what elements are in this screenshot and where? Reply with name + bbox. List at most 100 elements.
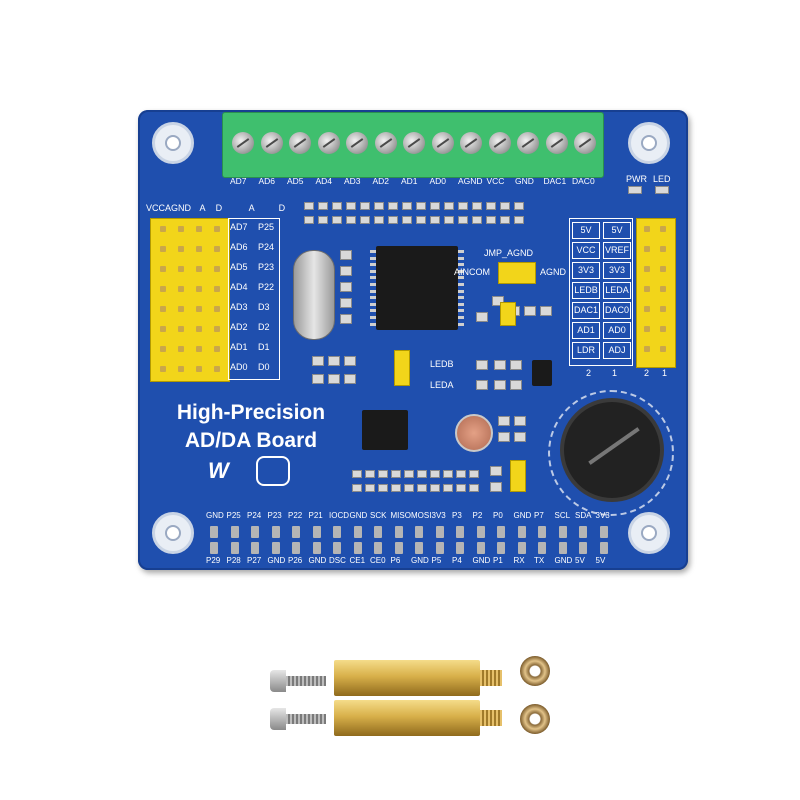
gpio-pin bbox=[374, 526, 382, 538]
smd-part bbox=[490, 482, 502, 492]
gpio-bottom-label: CE0 bbox=[370, 556, 386, 565]
right-right-label: ADJ bbox=[603, 342, 631, 359]
terminal-screw[interactable] bbox=[488, 132, 511, 154]
header-pin bbox=[660, 346, 666, 352]
smd-part bbox=[514, 416, 526, 426]
left-ad-label: AD5 bbox=[230, 262, 248, 272]
pi-logo bbox=[256, 456, 290, 486]
header-pin bbox=[214, 306, 220, 312]
header-pin bbox=[660, 246, 666, 252]
header-pin bbox=[196, 246, 202, 252]
gpio-pin bbox=[292, 526, 300, 538]
chip-pin bbox=[370, 256, 376, 260]
right-left-label: LDR bbox=[572, 342, 600, 359]
gpio-top-label: GND bbox=[206, 511, 224, 520]
terminal-screw[interactable] bbox=[403, 132, 425, 154]
terminal-screw[interactable] bbox=[517, 132, 539, 154]
chip-pin bbox=[370, 276, 376, 280]
gpio-pin bbox=[251, 526, 259, 538]
terminal-screw[interactable] bbox=[260, 132, 283, 154]
terminal-screw[interactable] bbox=[289, 132, 311, 154]
header-pin bbox=[178, 346, 184, 352]
gpio-top-label: GND bbox=[513, 511, 532, 520]
gpio-top-label: GND bbox=[349, 511, 368, 520]
header-pin bbox=[178, 246, 184, 252]
gpio-bottom-label: P5 bbox=[431, 556, 442, 565]
smd-part bbox=[514, 202, 524, 210]
terminal-screw[interactable] bbox=[460, 132, 482, 154]
terminal-screw[interactable] bbox=[317, 132, 340, 154]
header-pin bbox=[160, 306, 166, 312]
smd-part bbox=[472, 202, 482, 210]
smd-part bbox=[458, 202, 468, 210]
gpio-pin bbox=[476, 542, 485, 554]
chip-pin bbox=[458, 296, 464, 300]
smd-part bbox=[476, 380, 488, 390]
header-pin bbox=[160, 226, 166, 232]
terminal-screw[interactable] bbox=[431, 132, 454, 154]
left-pin-header bbox=[150, 218, 230, 382]
smd-part bbox=[340, 298, 352, 308]
gpio-bottom-label: RX bbox=[513, 556, 525, 565]
chip-pin bbox=[370, 263, 376, 267]
header-pin bbox=[214, 266, 220, 272]
mounting-hole-br bbox=[628, 512, 670, 554]
pwr-led bbox=[628, 186, 642, 194]
right-right-label: 3V3 bbox=[603, 262, 631, 279]
header-pin bbox=[214, 326, 220, 332]
smd-part bbox=[318, 216, 328, 224]
smd-part bbox=[443, 470, 453, 478]
left-p-label: P23 bbox=[258, 262, 275, 272]
chip-pin bbox=[458, 322, 464, 326]
terminal-screw[interactable] bbox=[574, 132, 596, 154]
header-pin bbox=[644, 326, 650, 332]
smd-part bbox=[304, 216, 314, 224]
gpio-pin bbox=[558, 542, 567, 554]
gpio-pin bbox=[517, 526, 526, 538]
gpio-top-label: P0 bbox=[493, 511, 503, 520]
smd-part bbox=[304, 202, 314, 210]
smd-part bbox=[374, 202, 384, 210]
chip-pin bbox=[370, 250, 376, 253]
terminal-label: AD3 bbox=[344, 176, 361, 186]
left-p-label: P22 bbox=[258, 282, 275, 292]
smd-part bbox=[486, 202, 496, 210]
chip-pin bbox=[370, 309, 376, 313]
gpio-bottom-label: GND bbox=[308, 556, 327, 565]
smd-part bbox=[494, 360, 506, 370]
header-pin bbox=[660, 226, 666, 232]
gpio-bottom-label: P28 bbox=[226, 556, 241, 565]
smd-part bbox=[365, 484, 375, 492]
terminal-screw[interactable] bbox=[232, 132, 254, 154]
gpio-pin bbox=[599, 526, 608, 538]
gpio-pin bbox=[394, 542, 403, 554]
smd-part bbox=[352, 470, 362, 478]
smd-part bbox=[340, 266, 352, 276]
header-pin bbox=[660, 306, 666, 312]
gpio-pin bbox=[435, 526, 444, 538]
header-pin bbox=[660, 286, 666, 292]
smd-part bbox=[492, 296, 504, 306]
smd-part bbox=[340, 314, 352, 324]
gpio-top-label: SCK bbox=[370, 511, 387, 520]
left-p-label: P25 bbox=[258, 222, 275, 232]
agnd-jumper[interactable] bbox=[498, 262, 536, 284]
smd-part bbox=[494, 380, 506, 390]
terminal-label: AD0 bbox=[429, 176, 447, 186]
gpio-top-label: SDA bbox=[575, 511, 592, 520]
terminal-label: DAC0 bbox=[572, 176, 595, 186]
terminal-screw[interactable] bbox=[545, 132, 568, 154]
right-right-label: AD0 bbox=[603, 322, 631, 339]
right-left-label: VCC bbox=[572, 242, 600, 259]
led-label: LED bbox=[653, 174, 671, 184]
terminal-screw[interactable] bbox=[346, 132, 368, 154]
right-num-2: 1 bbox=[612, 368, 618, 378]
smd-part bbox=[416, 216, 426, 224]
smd-part bbox=[500, 216, 510, 224]
gpio-pin bbox=[333, 542, 341, 554]
smd-part bbox=[332, 216, 342, 224]
gpio-top-label: P22 bbox=[288, 511, 303, 520]
terminal-screw[interactable] bbox=[374, 132, 397, 154]
gpio-top-label: IOCD bbox=[329, 511, 349, 520]
waveshare-logo: W bbox=[208, 458, 229, 483]
